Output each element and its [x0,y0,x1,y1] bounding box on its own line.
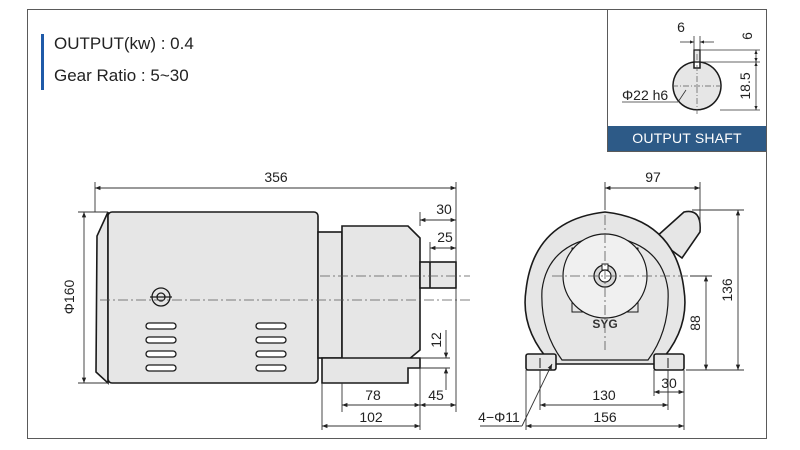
dim-front-width-top: 97 [645,169,661,185]
dim-motor-diameter: Φ160 [61,280,77,315]
motor-end-cap [95,211,109,385]
inset-shaft-height: 18.5 [737,72,753,99]
output-power: OUTPUT(kw) : 0.4 [54,34,194,53]
dim-center-height: 88 [687,315,703,331]
front-dimensions [480,182,744,430]
dim-key-length: 25 [437,229,453,245]
front-foot-right [653,353,685,371]
dim-foot-end: 45 [428,387,444,403]
dim-foot-height: 12 [428,332,444,348]
motor-flange [317,231,343,359]
side-dimensions [78,182,457,430]
dim-foot-length: 102 [359,409,383,425]
gear-ratio: Gear Ratio : 5~30 [54,66,189,85]
shaft-section-drawing: 6 6 18.5 Φ22 h6 [622,19,760,114]
spec-accent-bar [41,34,44,90]
cooling-vents [145,322,287,372]
dim-front-height: 136 [719,278,735,302]
front-view [524,210,701,371]
dim-overall-length: 356 [264,169,288,185]
dim-shaft-length: 30 [436,201,452,217]
output-shaft-label: OUTPUT SHAFT [608,126,766,151]
gearbox-body [341,225,421,361]
dim-foot-gap: 30 [661,375,677,391]
gearbox-foot [321,357,421,384]
output-shaft-inset: 6 6 18.5 Φ22 h6 OUTPUT SHAFT [607,9,767,152]
inset-key-width: 6 [677,19,685,35]
inset-shaft-diameter: Φ22 h6 [622,87,668,103]
terminal-icon [150,287,172,307]
front-foot-left [525,353,557,371]
dim-hole-pitch: 130 [592,387,616,403]
output-shaft [419,261,457,289]
motor-body [107,211,319,384]
inset-key-depth: 6 [739,32,755,40]
dim-base-width: 156 [593,409,617,425]
dim-mounting-holes: 4−Φ11 [478,409,520,425]
dim-foot-to-shaft: 78 [365,387,381,403]
